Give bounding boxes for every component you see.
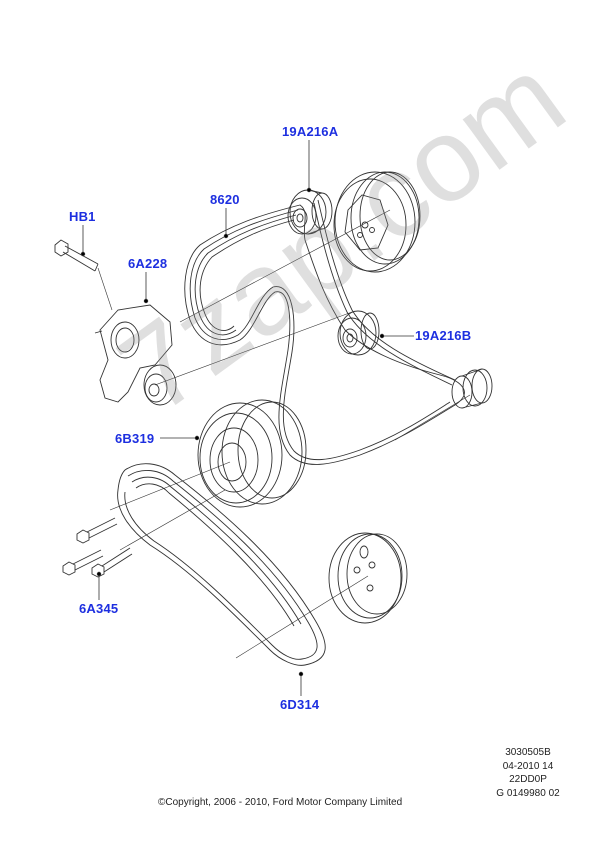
callout-6d314[interactable]: 6D314 — [280, 697, 320, 712]
idler-pulley-lower[interactable] — [337, 310, 380, 356]
callout-19a216b[interactable]: 19A216B — [415, 328, 472, 343]
leader-lines — [80, 140, 414, 696]
callout-6b319[interactable]: 6B319 — [115, 431, 155, 446]
callout-hb1[interactable]: HB1 — [69, 209, 96, 224]
callout-19a216a[interactable]: 19A216A — [282, 124, 339, 139]
alternator-pulley — [451, 368, 493, 409]
belt-tensioner[interactable] — [94, 304, 177, 406]
axis-lines — [97, 209, 471, 659]
ac-compressor-pulley — [333, 171, 421, 273]
callout-6a228[interactable]: 6A228 — [128, 256, 168, 271]
bolt-hb1[interactable] — [54, 239, 99, 272]
reference-line: G 0149980 02 — [496, 787, 560, 799]
reference-line: 04-2010 14 — [502, 760, 554, 772]
main-drive-belt[interactable] — [184, 199, 465, 465]
secondary-drive-belt[interactable] — [117, 463, 326, 666]
power-steering-pulley — [328, 532, 408, 624]
idler-pulley-upper[interactable] — [287, 189, 333, 235]
copyright-notice: ©Copyright, 2006 - 2010, Ford Motor Comp… — [158, 797, 403, 808]
callout-8620[interactable]: 8620 — [210, 192, 240, 207]
crankshaft-pulley[interactable] — [197, 399, 307, 508]
callout-6a345[interactable]: 6A345 — [79, 601, 119, 616]
reference-line: 22DD0P — [509, 774, 547, 785]
reference-line: 3030505B — [505, 747, 551, 758]
reference-block: 3030505B 04-2010 14 22DD0P G 0149980 02 — [468, 746, 588, 800]
crankshaft-pulley-bolts[interactable] — [62, 517, 133, 578]
